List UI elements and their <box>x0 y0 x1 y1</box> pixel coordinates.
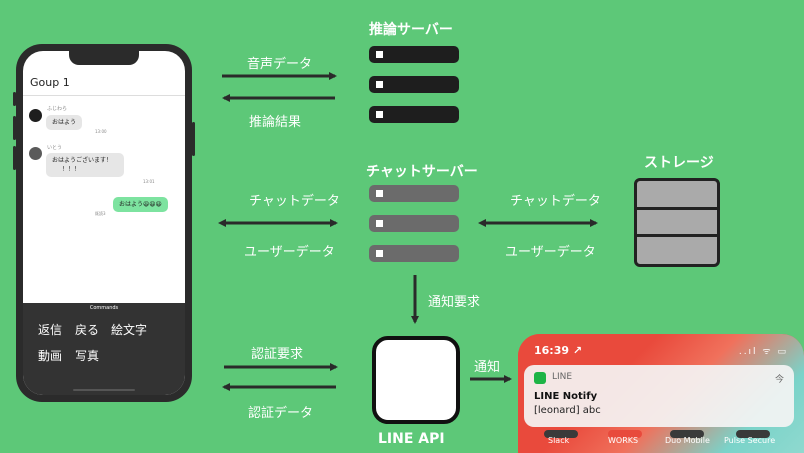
message-username: いとう <box>47 145 63 151</box>
pulse-secure-icon[interactable] <box>736 430 770 438</box>
notification-card[interactable]: LINE 今 LINE Notify [leonard] abc <box>524 365 794 427</box>
phone-volume-down <box>13 146 16 170</box>
phone-notch <box>69 51 139 65</box>
inference-server-unit <box>369 76 459 93</box>
command-video[interactable]: 動画 <box>38 349 63 363</box>
notification-app-name: LINE <box>552 372 573 382</box>
label-user-data-left: ユーザーデータ <box>244 245 335 260</box>
read-receipt: 既読3 <box>95 211 106 216</box>
storage-divider <box>637 234 717 237</box>
line-notification-screenshot: 16:39 ↗ ..ıl ᯤ ▭ LINE 今 LINE Notify [leo… <box>518 334 804 453</box>
inference-server-unit <box>369 106 459 123</box>
home-indicator <box>73 389 135 391</box>
chat-server-title: チャットサーバー <box>366 164 478 180</box>
command-panel-header: Commands <box>89 305 119 311</box>
phone-side-button <box>13 92 16 106</box>
smartphone: Goup 1 ふじわら おはよう 13:00 いとう おはようございます！ ！！… <box>13 44 195 402</box>
line-api-title: LINE API <box>378 431 445 447</box>
inference-server-unit <box>369 46 459 63</box>
chat-server-unit <box>369 185 459 202</box>
status-bar-icons: ..ıl ᯤ ▭ <box>738 347 788 357</box>
phone-power-button <box>192 122 195 156</box>
phone-screen: Goup 1 ふじわら おはよう 13:00 いとう おはようございます！ ！！… <box>23 51 185 395</box>
command-photo[interactable]: 写真 <box>75 349 100 363</box>
message-text-line: おはようございます！ <box>52 157 113 164</box>
dock-label-pulse: Pulse Secure <box>724 436 776 445</box>
label-notify-request: 通知要求 <box>428 295 481 310</box>
command-back[interactable]: 戻る <box>75 323 100 337</box>
avatar <box>29 109 42 122</box>
label-auth-request: 認証要求 <box>251 347 304 362</box>
status-bar-time: 16:39 ↗ <box>534 344 583 357</box>
label-chat-data-left: チャットデータ <box>249 194 340 209</box>
message-time: 13:01 <box>143 179 155 184</box>
line-app-icon <box>534 372 546 384</box>
label-auth-data: 認証データ <box>248 406 314 421</box>
message-bubble: おはよう <box>46 115 83 130</box>
avatar <box>29 147 42 160</box>
label-user-data-right: ユーザーデータ <box>505 245 596 260</box>
label-voice-data: 音声データ <box>247 57 313 72</box>
message-time: 13:00 <box>95 129 107 134</box>
label-notify: 通知 <box>474 360 501 375</box>
notification-time: 今 <box>774 375 784 385</box>
storage-divider <box>637 207 717 210</box>
notification-title: LINE Notify <box>534 391 598 402</box>
phone-volume-up <box>13 116 16 140</box>
duo-mobile-icon[interactable] <box>670 430 704 438</box>
inference-server-title: 推論サーバー <box>369 22 453 38</box>
dock-label-works: WORKS <box>608 436 639 445</box>
command-panel: Commands 返信 戻る 絵文字 動画 写真 <box>23 303 185 395</box>
chat-group-title: Goup 1 <box>30 76 70 89</box>
chat-server-unit <box>369 245 459 262</box>
line-api-box <box>372 336 460 424</box>
message-username: ふじわら <box>47 106 68 112</box>
command-reply[interactable]: 返信 <box>38 323 63 337</box>
label-chat-data-right: チャットデータ <box>510 194 601 209</box>
chat-header-divider <box>23 95 185 96</box>
label-inference-result: 推論結果 <box>249 115 302 130</box>
dock-label-slack: Slack <box>548 436 570 445</box>
storage-title: ストレージ <box>644 155 714 171</box>
message-bubble: おはようございます！ ！！！ <box>46 153 124 177</box>
command-emoji[interactable]: 絵文字 <box>111 323 148 337</box>
slack-icon[interactable] <box>544 430 578 438</box>
chat-server-unit <box>369 215 459 232</box>
message-text-line: ！！！ <box>62 166 81 173</box>
dock-label-duo: Duo Mobile <box>665 436 710 445</box>
notification-body: [leonard] abc <box>534 405 601 416</box>
own-message-bubble: おはよう😆😆😆 <box>113 197 168 212</box>
storage-icon <box>634 178 720 267</box>
works-icon[interactable] <box>608 430 642 438</box>
